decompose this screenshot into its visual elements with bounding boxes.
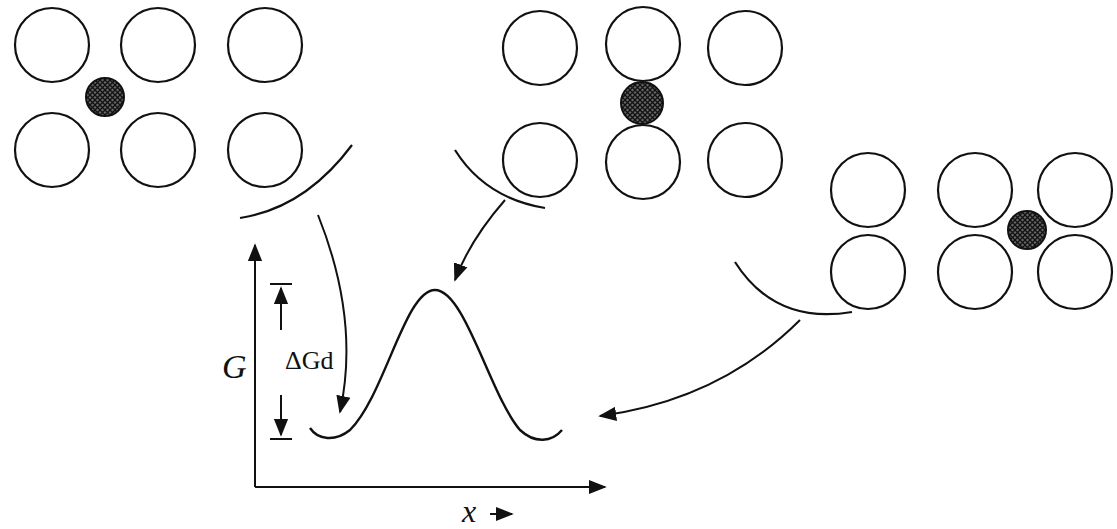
barrier-label: ΔGd (285, 348, 334, 374)
axis-label: G (222, 350, 247, 384)
energy-curve (310, 290, 562, 440)
interstitial-atoms (86, 78, 1046, 249)
pointer-arrows (318, 200, 800, 416)
config-brackets (240, 145, 852, 314)
lattice-atoms (15, 7, 1112, 309)
axis-label: x (462, 495, 476, 527)
axes (255, 245, 605, 514)
